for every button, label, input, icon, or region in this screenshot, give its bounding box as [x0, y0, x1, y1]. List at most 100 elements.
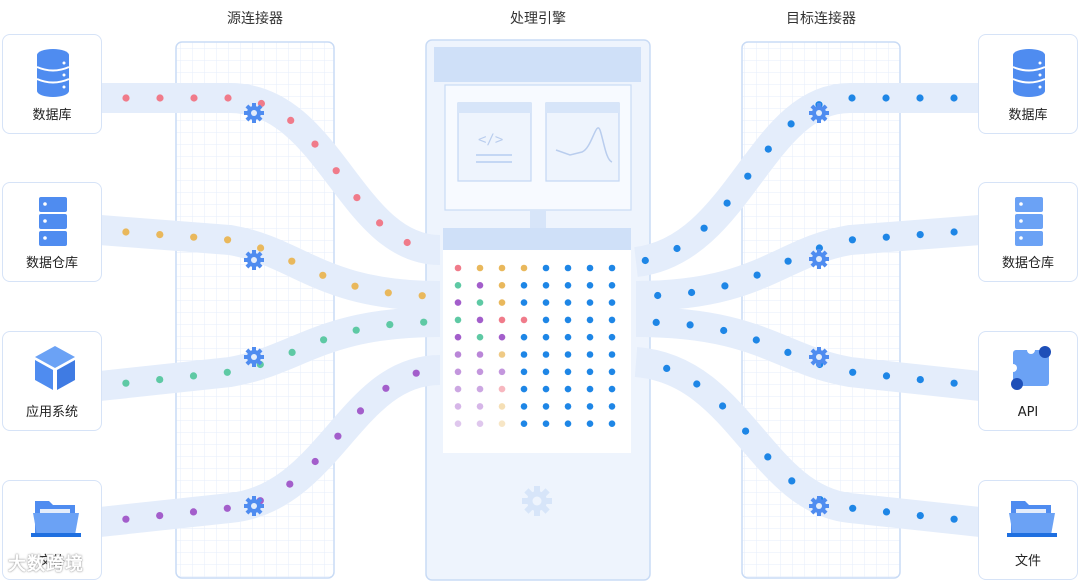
engine-dot	[565, 403, 572, 410]
engine-dot	[499, 403, 506, 410]
engine-dot	[587, 334, 594, 341]
flow-dot	[190, 94, 197, 101]
engine-dot	[521, 403, 528, 410]
engine-dot	[565, 299, 572, 306]
engine-dot	[543, 265, 550, 272]
svg-text:</>: </>	[478, 132, 503, 148]
engine-dot	[499, 334, 506, 341]
flow-dot	[353, 194, 360, 201]
engine-dot	[543, 369, 550, 376]
gear-hole	[251, 257, 257, 263]
database-icon	[1007, 47, 1051, 99]
gear-hole	[816, 354, 822, 360]
flow-dot	[719, 402, 726, 409]
engine-dot	[477, 403, 484, 410]
flow-dot	[386, 321, 393, 328]
flow-dot	[848, 94, 855, 101]
engine-dot	[455, 386, 462, 393]
flow-dot	[882, 94, 889, 101]
flow-dot	[190, 508, 197, 515]
target-node-file[interactable]: 文件	[978, 480, 1078, 580]
source-node-data-warehouse[interactable]: 数据仓库	[2, 182, 102, 282]
engine-dot	[609, 403, 616, 410]
engine-dot	[455, 403, 462, 410]
engine-dot	[455, 369, 462, 376]
engine-dot	[543, 420, 550, 427]
target-node-database[interactable]: 数据库	[978, 34, 1078, 134]
flow-dot	[353, 327, 360, 334]
gear-icon	[809, 103, 829, 123]
source-node-database[interactable]: 数据库	[2, 34, 102, 134]
flow-dot	[257, 244, 264, 251]
flow-dot	[122, 228, 129, 235]
engine-dot	[455, 299, 462, 306]
engine-dot	[499, 369, 506, 376]
engine-dot	[565, 386, 572, 393]
engine-dot	[609, 317, 616, 324]
engine-dot	[609, 334, 616, 341]
flow-dot	[286, 481, 293, 488]
engine-dot	[565, 282, 572, 289]
engine-dot	[565, 334, 572, 341]
engine-dot	[499, 282, 506, 289]
flow-dot	[385, 289, 392, 296]
engine-dot	[499, 265, 506, 272]
engine-dot	[609, 265, 616, 272]
engine-dot	[455, 334, 462, 341]
flow-dot	[849, 236, 856, 243]
gear-hole	[533, 497, 542, 506]
gear-icon	[244, 250, 264, 270]
gear-icon	[244, 103, 264, 123]
engine-dot	[543, 386, 550, 393]
engine-dot	[587, 282, 594, 289]
source-node-application[interactable]: 应用系统	[2, 331, 102, 431]
flow-dot	[849, 369, 856, 376]
flow-dot	[673, 245, 680, 252]
engine-dot	[609, 386, 616, 393]
engine-dot	[477, 265, 484, 272]
flow-dot	[413, 370, 420, 377]
flow-dot	[663, 365, 670, 372]
flow-dot	[849, 505, 856, 512]
engine-dot	[477, 351, 484, 358]
flow-dot	[351, 283, 358, 290]
gear-icon	[809, 496, 829, 516]
engine-dot	[477, 282, 484, 289]
engine-dot	[587, 386, 594, 393]
gear-hole	[251, 354, 257, 360]
engine-dot	[543, 334, 550, 341]
flow-dot	[724, 200, 731, 207]
source-node-label: 数据库	[3, 104, 101, 123]
engine-dot	[543, 351, 550, 358]
gear-hole	[251, 110, 257, 116]
target-node-data-warehouse[interactable]: 数据仓库	[978, 182, 1078, 282]
processing-engine-title: 处理引擎	[488, 8, 588, 28]
engine-dot	[587, 317, 594, 324]
flow-dot	[693, 380, 700, 387]
target-node-api[interactable]: API	[978, 331, 1078, 431]
engine-dot	[455, 282, 462, 289]
flow-dot	[917, 376, 924, 383]
flow-dot	[742, 428, 749, 435]
engine-dot	[499, 351, 506, 358]
engine-dot	[521, 334, 528, 341]
source-node-label: 数据仓库	[3, 252, 101, 271]
gear-icon	[522, 486, 552, 516]
flow-dot	[753, 336, 760, 343]
flow-dot	[190, 372, 197, 379]
flow-dot	[785, 258, 792, 265]
engine-dot	[587, 299, 594, 306]
engine-dot	[455, 351, 462, 358]
engine-dot	[565, 317, 572, 324]
engine-dot	[565, 265, 572, 272]
engine-dot	[587, 420, 594, 427]
engine-dot	[499, 299, 506, 306]
flow-dot	[951, 380, 958, 387]
flow-dot	[224, 236, 231, 243]
source-node-label: 应用系统	[3, 401, 101, 420]
engine-dot	[477, 299, 484, 306]
flow-dot	[754, 272, 761, 279]
data-warehouse-icon	[31, 195, 75, 249]
engine-dot	[521, 386, 528, 393]
flow-dot	[883, 234, 890, 241]
